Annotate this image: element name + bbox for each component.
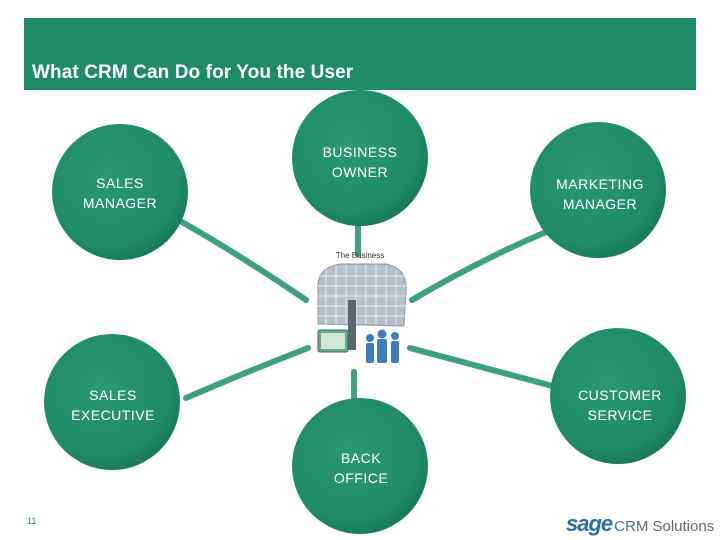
connector-customer-service bbox=[407, 345, 563, 391]
customer-service-label-line1: CUSTOMER bbox=[578, 387, 662, 403]
customer-service-label-line2: SERVICE bbox=[587, 407, 653, 423]
logo-product: CRM Solutions bbox=[614, 518, 715, 535]
customer-service-node bbox=[550, 328, 686, 464]
business-owner-node bbox=[292, 90, 428, 226]
marketing-manager-node bbox=[530, 122, 666, 258]
business-owner-label-line1: BUSINESS bbox=[322, 144, 398, 160]
marketing-manager-label-line2: MANAGER bbox=[562, 196, 638, 212]
back-office-label: BACK OFFICE bbox=[296, 448, 426, 488]
business-owner-label-line2: OWNER bbox=[331, 164, 389, 180]
back-office-label-line2: OFFICE bbox=[333, 470, 389, 486]
marketing-manager-label-line1: MARKETING bbox=[556, 176, 644, 192]
connector-sales-executive bbox=[183, 345, 311, 401]
sales-executive-node bbox=[44, 334, 180, 470]
business-owner-label: BUSINESS OWNER bbox=[295, 142, 425, 182]
sales-executive-label-line2: EXECUTIVE bbox=[71, 407, 155, 423]
hub-label: The Business bbox=[336, 251, 384, 260]
slide-number: 11 bbox=[27, 516, 37, 526]
sales-manager-label-line1: SALES bbox=[96, 175, 144, 191]
business-building-with-people-icon bbox=[317, 263, 407, 363]
sales-manager-node bbox=[52, 124, 188, 260]
connectors bbox=[179, 209, 563, 427]
back-office-node bbox=[292, 398, 428, 534]
sales-executive-label-line1: SALES bbox=[89, 387, 137, 403]
node-circles bbox=[44, 90, 686, 534]
sales-manager-label-line2: MANAGER bbox=[82, 195, 158, 211]
connector-sales-manager bbox=[179, 219, 309, 303]
marketing-manager-label: MARKETING MANAGER bbox=[535, 174, 665, 214]
sales-manager-label: SALES MANAGER bbox=[55, 173, 185, 213]
back-office-label-line1: BACK bbox=[340, 450, 382, 466]
connector-marketing-manager bbox=[409, 229, 549, 303]
sales-executive-label: SALES EXECUTIVE bbox=[48, 385, 178, 425]
logo-brand: sage bbox=[566, 511, 613, 536]
slide-title: What CRM Can Do for You the User bbox=[32, 62, 354, 83]
customer-service-label: CUSTOMER SERVICE bbox=[555, 385, 685, 425]
header-bar: What CRM Can Do for You the User bbox=[24, 18, 696, 90]
